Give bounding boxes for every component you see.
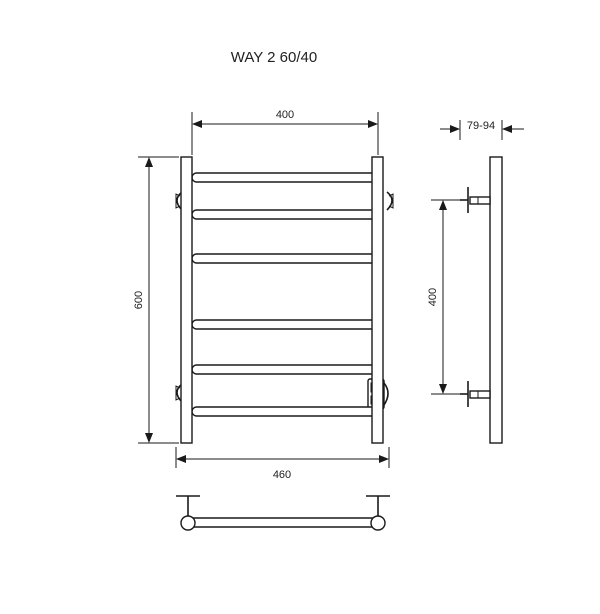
dimension-label-top-width: 400 (276, 109, 294, 121)
dimension-wall-offset: 79-94 (440, 120, 524, 140)
rungs (191, 172, 379, 417)
top-view (176, 495, 390, 531)
top-view-rail-left (180, 515, 196, 531)
side-mount-top (460, 187, 491, 213)
front-view: 400 600 460 (133, 109, 394, 481)
wall-bracket-top-right (386, 191, 394, 211)
rung-5 (191, 364, 379, 375)
dimension-height: 600 (133, 156, 179, 444)
right-rail (371, 156, 384, 444)
left-rail (180, 156, 193, 444)
dimension-label-mount-spacing: 400 (427, 288, 439, 306)
top-view-rail-right (370, 515, 386, 531)
side-view: 400 79-94 (427, 120, 524, 444)
side-rail (489, 156, 503, 444)
rung-1 (191, 172, 379, 183)
dimension-label-bottom-width: 460 (273, 469, 291, 481)
dimension-label-height: 600 (133, 291, 145, 309)
dimension-bottom-width: 460 (175, 447, 390, 481)
side-mount-bottom (460, 381, 491, 407)
rung-6 (191, 406, 379, 417)
rung-2 (191, 209, 379, 220)
rung-3 (191, 253, 379, 264)
dimension-mount-spacing: 400 (427, 199, 460, 395)
drawing-title: WAY 2 60/40 (231, 49, 317, 66)
dimension-label-wall-offset: 79-94 (467, 120, 495, 132)
top-view-rung (187, 517, 379, 528)
dimension-top-width: 400 (191, 109, 379, 155)
rung-4 (191, 319, 379, 330)
